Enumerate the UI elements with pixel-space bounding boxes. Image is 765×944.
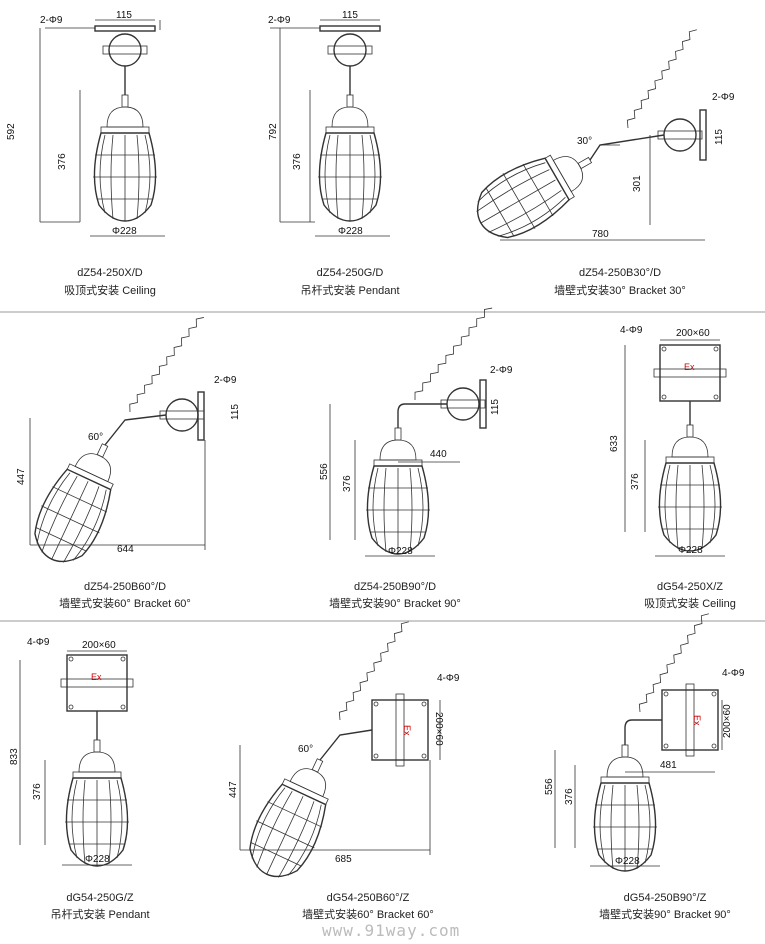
angle-dim: 30° <box>577 136 592 147</box>
box-dim: 200×60 <box>722 704 733 738</box>
model-label: dG54-250B60°/Z <box>327 892 410 904</box>
angle-dim: 60° <box>88 432 103 443</box>
diameter-dim: Φ228 <box>678 545 703 556</box>
mount-label: 墙壁式安装90° Bracket 90° <box>599 907 731 921</box>
reach-dim: 481 <box>660 760 677 771</box>
lamp-dim: 376 <box>564 788 575 805</box>
ex-mark: Ex <box>91 672 102 682</box>
reach-dim: 780 <box>592 229 609 240</box>
panel-bracket60-d: 2-Φ9 115 60° 447 644 dZ54-250B60°/D 墙壁式安… <box>16 313 241 610</box>
mount-label: 吸顶式安装 Ceiling <box>64 283 156 297</box>
diameter-dim: Φ228 <box>615 856 640 867</box>
panel-bracket30-d: 2-Φ9 115 30° 301 780 dZ54-250B30°/D 墙壁式安… <box>464 26 735 297</box>
plate-dim: 115 <box>714 129 725 145</box>
mount-label: 吊杆式安装 Pendant <box>300 283 399 297</box>
total-dim: 833 <box>9 748 20 765</box>
diameter-dim: Φ228 <box>338 226 363 237</box>
holes-dim: 2-Φ9 <box>268 15 291 26</box>
mount-label: 墙壁式安装60° Bracket 60° <box>59 596 191 610</box>
model-label: dZ54-250B90°/D <box>354 581 436 593</box>
mount-label: 墙壁式安装90° Bracket 90° <box>329 596 461 610</box>
model-label: dG54-250G/Z <box>66 892 134 904</box>
diameter-dim: Φ228 <box>112 226 137 237</box>
lamp-dim: 376 <box>342 475 353 492</box>
panel-bracket90-d: 2-Φ9 115 440 556 376 Φ228 dZ54-250B90°/D… <box>319 304 513 610</box>
watermark: www.91way.com <box>322 921 460 940</box>
model-label: dG54-250X/Z <box>657 581 723 593</box>
lamp-dim: 376 <box>32 783 43 800</box>
panel-bracket90-z: Ex 4-Φ9 200×60 481 556 376 Φ228 dG54-250… <box>544 610 745 921</box>
ex-mark: Ex <box>684 362 695 372</box>
mount-label: 墙壁式安装60° Bracket 60° <box>302 907 434 921</box>
mount-label: 墙壁式安装30° Bracket 30° <box>554 283 686 297</box>
plate-dim: 115 <box>230 404 241 420</box>
total-dim: 792 <box>268 123 279 140</box>
total-dim: 556 <box>544 778 555 795</box>
box-dim: 200×60 <box>82 640 116 651</box>
height-dim: 301 <box>632 175 643 192</box>
total-dim: 556 <box>319 463 330 480</box>
panel-bracket60-z: Ex 4-Φ9 200×60 60° 447 685 dG54-250B60°/… <box>228 618 460 921</box>
model-label: dZ54-250G/D <box>317 267 384 279</box>
model-label: dZ54-250X/D <box>77 267 142 279</box>
diameter-dim: Φ228 <box>85 854 110 865</box>
plate-dim: 115 <box>116 10 132 21</box>
total-dim: 592 <box>6 123 17 140</box>
holes-dim: 2-Φ9 <box>214 375 237 386</box>
holes-dim: 2-Φ9 <box>712 92 735 103</box>
box-dim: 200×60 <box>433 712 444 746</box>
ex-mark: Ex <box>402 725 412 736</box>
lamp-dim: 376 <box>630 473 641 490</box>
model-label: dZ54-250B30°/D <box>579 267 661 279</box>
holes-dim: 4-Φ9 <box>27 637 50 648</box>
panel-ceiling-z: Ex 4-Φ9 200×60 633 376 Φ228 dG54-250X/Z … <box>609 325 736 610</box>
plate-dim: 115 <box>342 10 358 21</box>
reach-dim: 440 <box>430 449 447 460</box>
plate-dim: 115 <box>490 399 501 415</box>
holes-dim: 2-Φ9 <box>490 365 513 376</box>
ex-mark: Ex <box>692 715 702 726</box>
total-dim: 633 <box>609 435 620 452</box>
angle-dim: 60° <box>298 744 313 755</box>
holes-dim: 2-Φ9 <box>40 15 63 26</box>
panel-pendant-d: 2-Φ9 115 792 376 Φ228 dZ54-250G/D 吊杆式安装 … <box>268 10 400 297</box>
mount-label: 吸顶式安装 Ceiling <box>644 596 736 610</box>
height-dim: 447 <box>16 468 27 485</box>
model-label: dZ54-250B60°/D <box>84 581 166 593</box>
mount-label: 吊杆式安装 Pendant <box>50 907 149 921</box>
reach-dim: 685 <box>335 854 352 865</box>
holes-dim: 4-Φ9 <box>722 668 745 679</box>
holes-dim: 4-Φ9 <box>437 673 460 684</box>
lamp-dim: 376 <box>292 153 303 170</box>
panel-ceiling-d: 2-Φ9 115 592 376 Φ228 dZ54-250X/D 吸顶式安装 … <box>6 10 165 297</box>
panel-pendant-z: Ex 4-Φ9 200×60 833 376 Φ228 dG54-250G/Z … <box>9 637 150 921</box>
lamp-dim: 376 <box>57 153 68 170</box>
diameter-dim: Φ228 <box>388 546 413 557</box>
holes-dim: 4-Φ9 <box>620 325 643 336</box>
reach-dim: 644 <box>117 544 134 555</box>
height-dim: 447 <box>228 781 239 798</box>
box-dim: 200×60 <box>676 328 710 339</box>
model-label: dG54-250B90°/Z <box>624 892 707 904</box>
